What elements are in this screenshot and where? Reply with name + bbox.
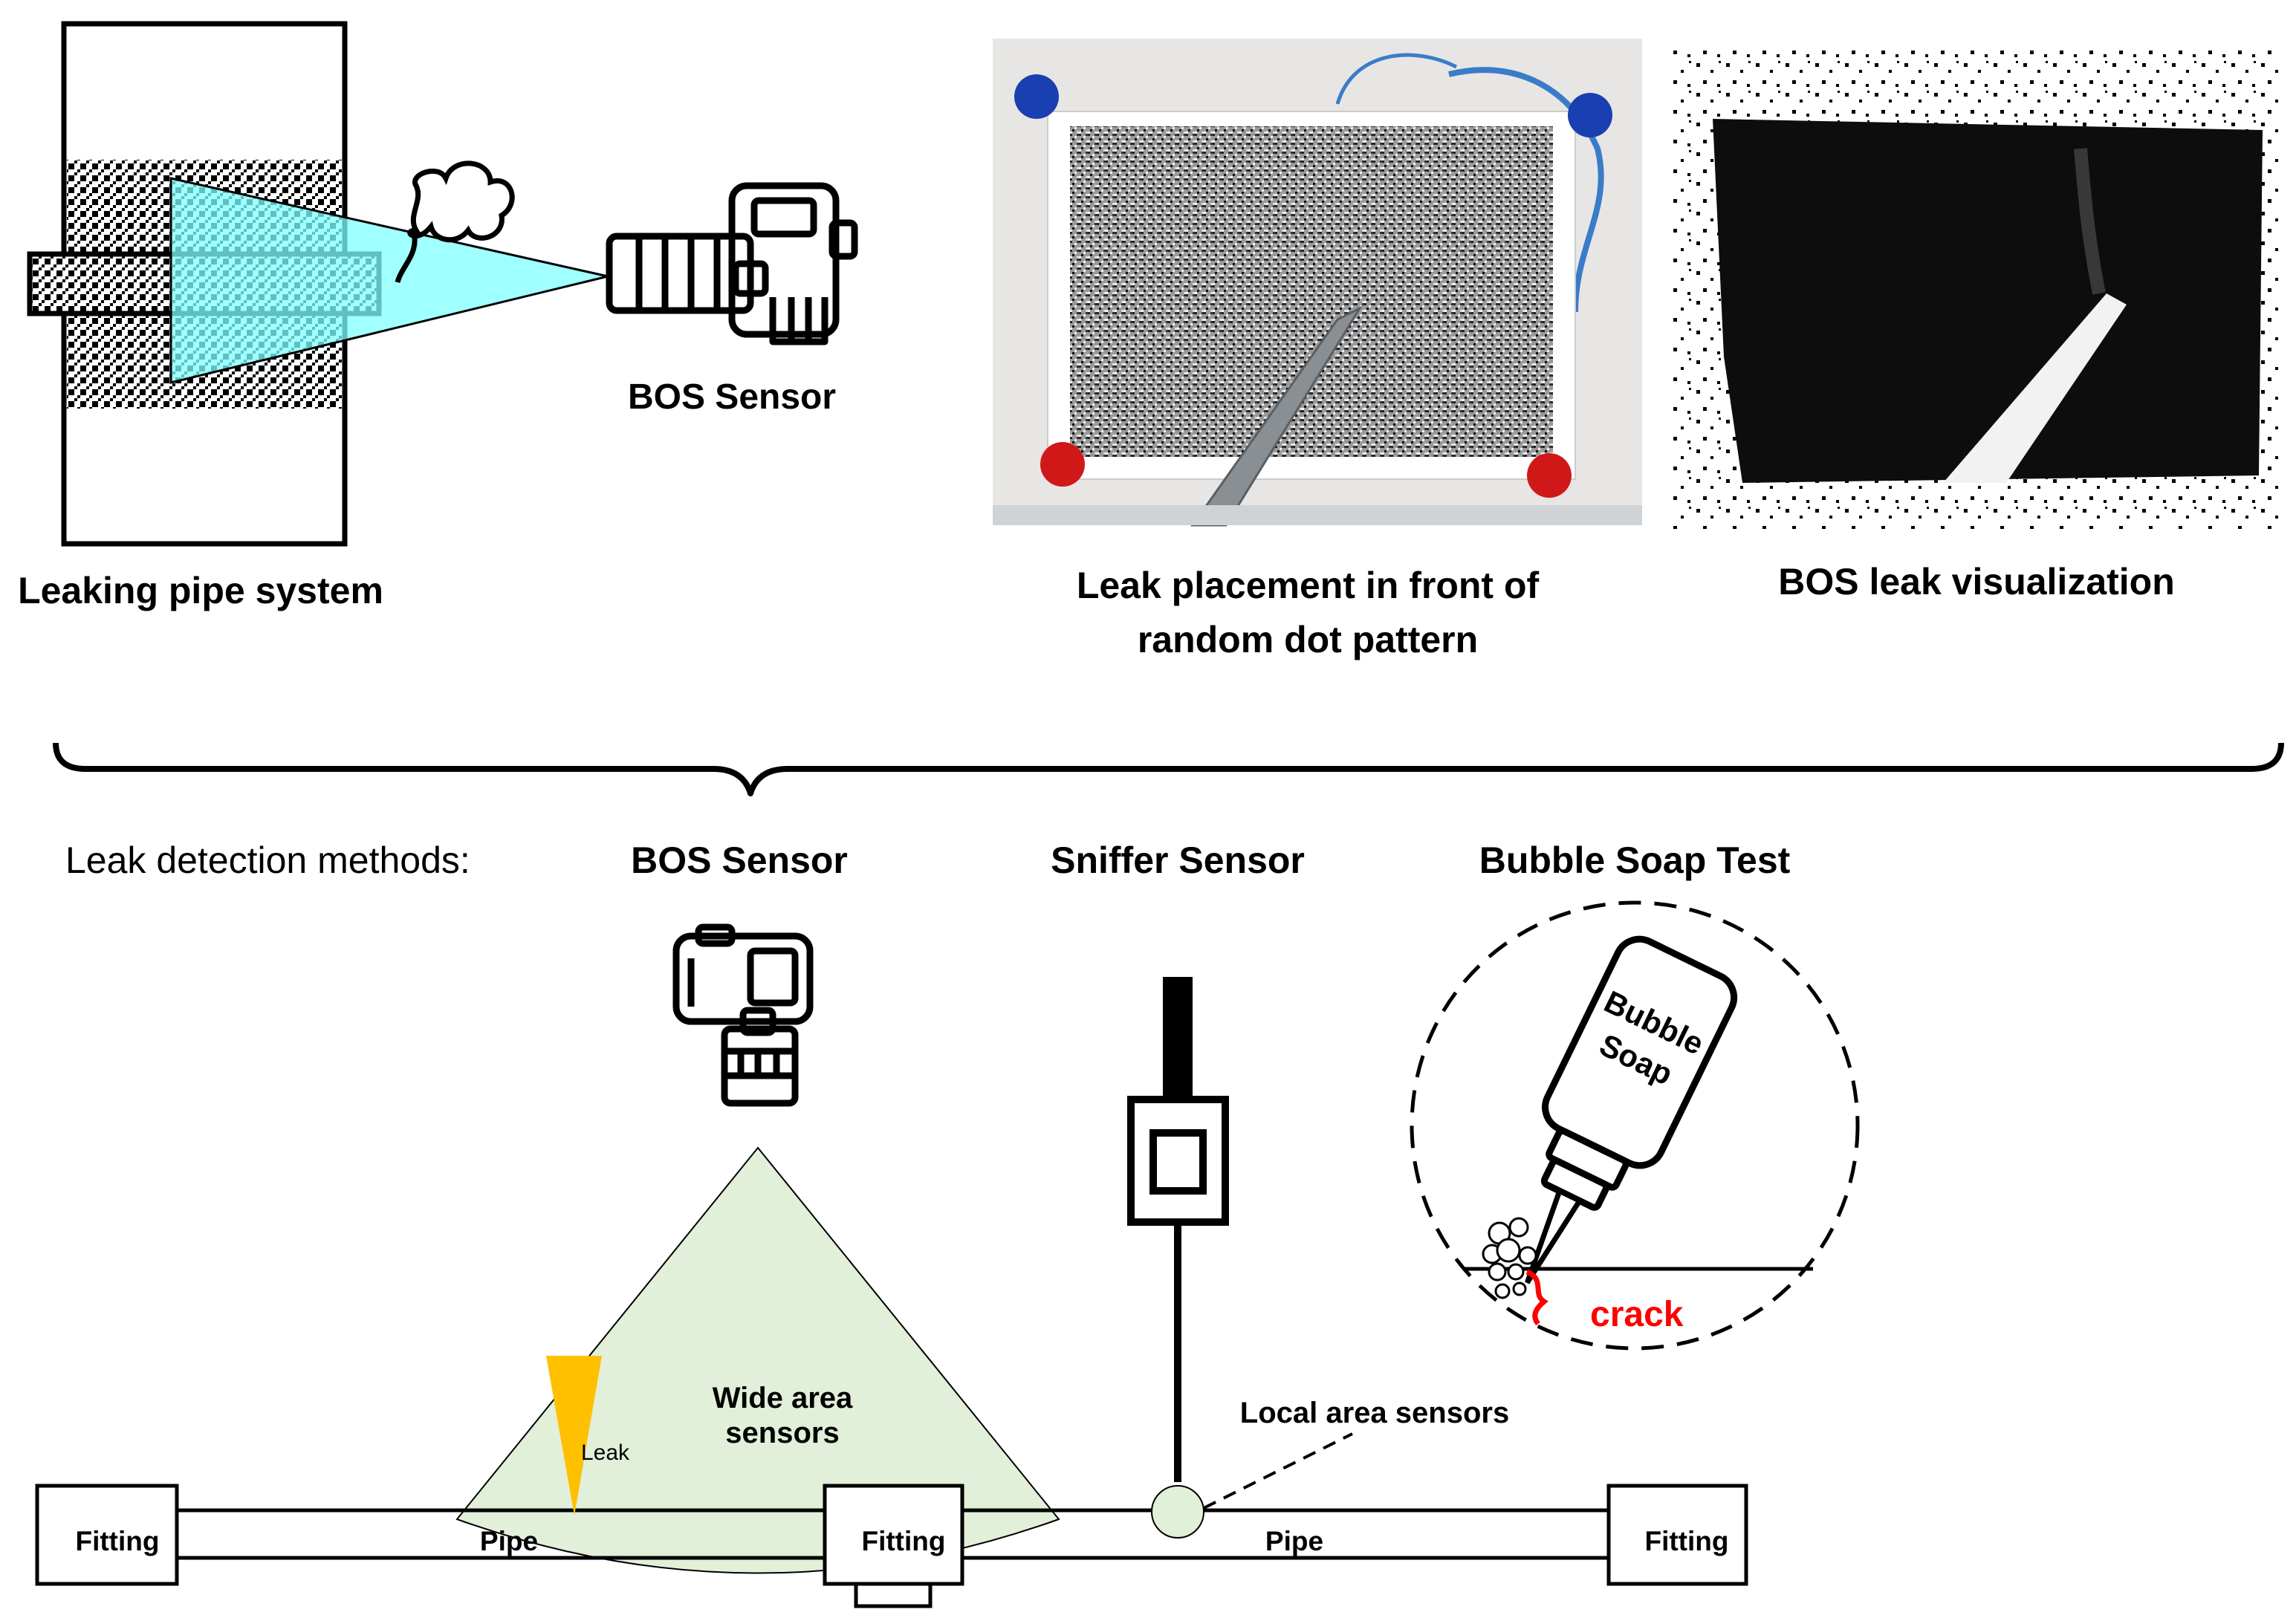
fitting-right-label: Fitting bbox=[1644, 1526, 1728, 1556]
method-bubble-label: Bubble Soap Test bbox=[1479, 839, 1791, 881]
local-area-label: Local area sensors bbox=[1240, 1397, 1509, 1429]
visualization-plume bbox=[2074, 148, 2106, 295]
fitting-bracket bbox=[854, 1584, 933, 1608]
leaking-pipe-label: Leaking pipe system bbox=[18, 570, 383, 611]
pipe-right-label: Pipe bbox=[1265, 1526, 1323, 1556]
bubble-soap-illustration: Bubble Soap crack bbox=[1410, 900, 1860, 1351]
leaking-pipe-illustration: Leaking pipe system bbox=[18, 21, 609, 611]
bos-visualization-label: BOS leak visualization bbox=[1778, 561, 2175, 602]
photo-rail bbox=[993, 505, 1642, 525]
bubbles-icon bbox=[1482, 1217, 1537, 1299]
bos-sensor-label-top: BOS Sensor bbox=[628, 377, 836, 417]
magnet-bottom-left bbox=[1040, 442, 1085, 487]
fitting-left-label: Fitting bbox=[75, 1526, 159, 1556]
fitting-right bbox=[1606, 1484, 1748, 1586]
wide-area-label-line2: sensors bbox=[725, 1417, 839, 1449]
leak-label: Leak bbox=[581, 1440, 630, 1465]
fitting-middle-label: Fitting bbox=[861, 1526, 945, 1556]
local-area-pointer bbox=[1203, 1432, 1353, 1510]
local-sense-area bbox=[1151, 1485, 1204, 1539]
method-sniffer-label: Sniffer Sensor bbox=[1051, 839, 1305, 881]
grouping-brace bbox=[53, 742, 2284, 796]
fitting-left bbox=[35, 1484, 179, 1586]
random-dot-pattern bbox=[1070, 126, 1553, 457]
camera-view-cone bbox=[169, 177, 609, 384]
leak-placement-label-line2: random dot pattern bbox=[1138, 619, 1478, 660]
leak-placement-label-line1: Leak placement in front of bbox=[1077, 565, 1540, 606]
method-bos-label: BOS Sensor bbox=[631, 839, 848, 881]
magnet-top-right bbox=[1568, 93, 1612, 137]
sniffer-sensor-icon bbox=[1127, 977, 1229, 1539]
soap-bottle-icon: Bubble Soap bbox=[1525, 935, 1738, 1284]
camera-icon bbox=[606, 182, 858, 345]
fitting-middle bbox=[823, 1484, 964, 1586]
wide-area-cone bbox=[455, 1146, 1060, 1574]
magnet-top-left bbox=[1014, 74, 1059, 119]
leak-marker bbox=[546, 1356, 602, 1516]
bos-visualization-image bbox=[1672, 46, 2281, 529]
visualization-tube-silhouette bbox=[1943, 293, 2127, 483]
magnet-bottom-right bbox=[1527, 453, 1572, 498]
pipe-system bbox=[35, 1484, 1748, 1608]
leak-placement-photo bbox=[993, 39, 1642, 527]
methods-label: Leak detection methods: bbox=[65, 839, 470, 881]
camera-icon bbox=[672, 923, 814, 1107]
wide-area-label-line1: Wide area bbox=[713, 1382, 853, 1414]
sniffer-display bbox=[1149, 1129, 1207, 1195]
pipe-left-label: Pipe bbox=[480, 1526, 538, 1556]
crack-line bbox=[1525, 1269, 1548, 1326]
crack-label: crack bbox=[1590, 1295, 1684, 1334]
visualization-dark-region bbox=[1713, 119, 2263, 483]
leak-cloud-icon bbox=[395, 160, 515, 284]
sniffer-handle bbox=[1163, 977, 1193, 1099]
